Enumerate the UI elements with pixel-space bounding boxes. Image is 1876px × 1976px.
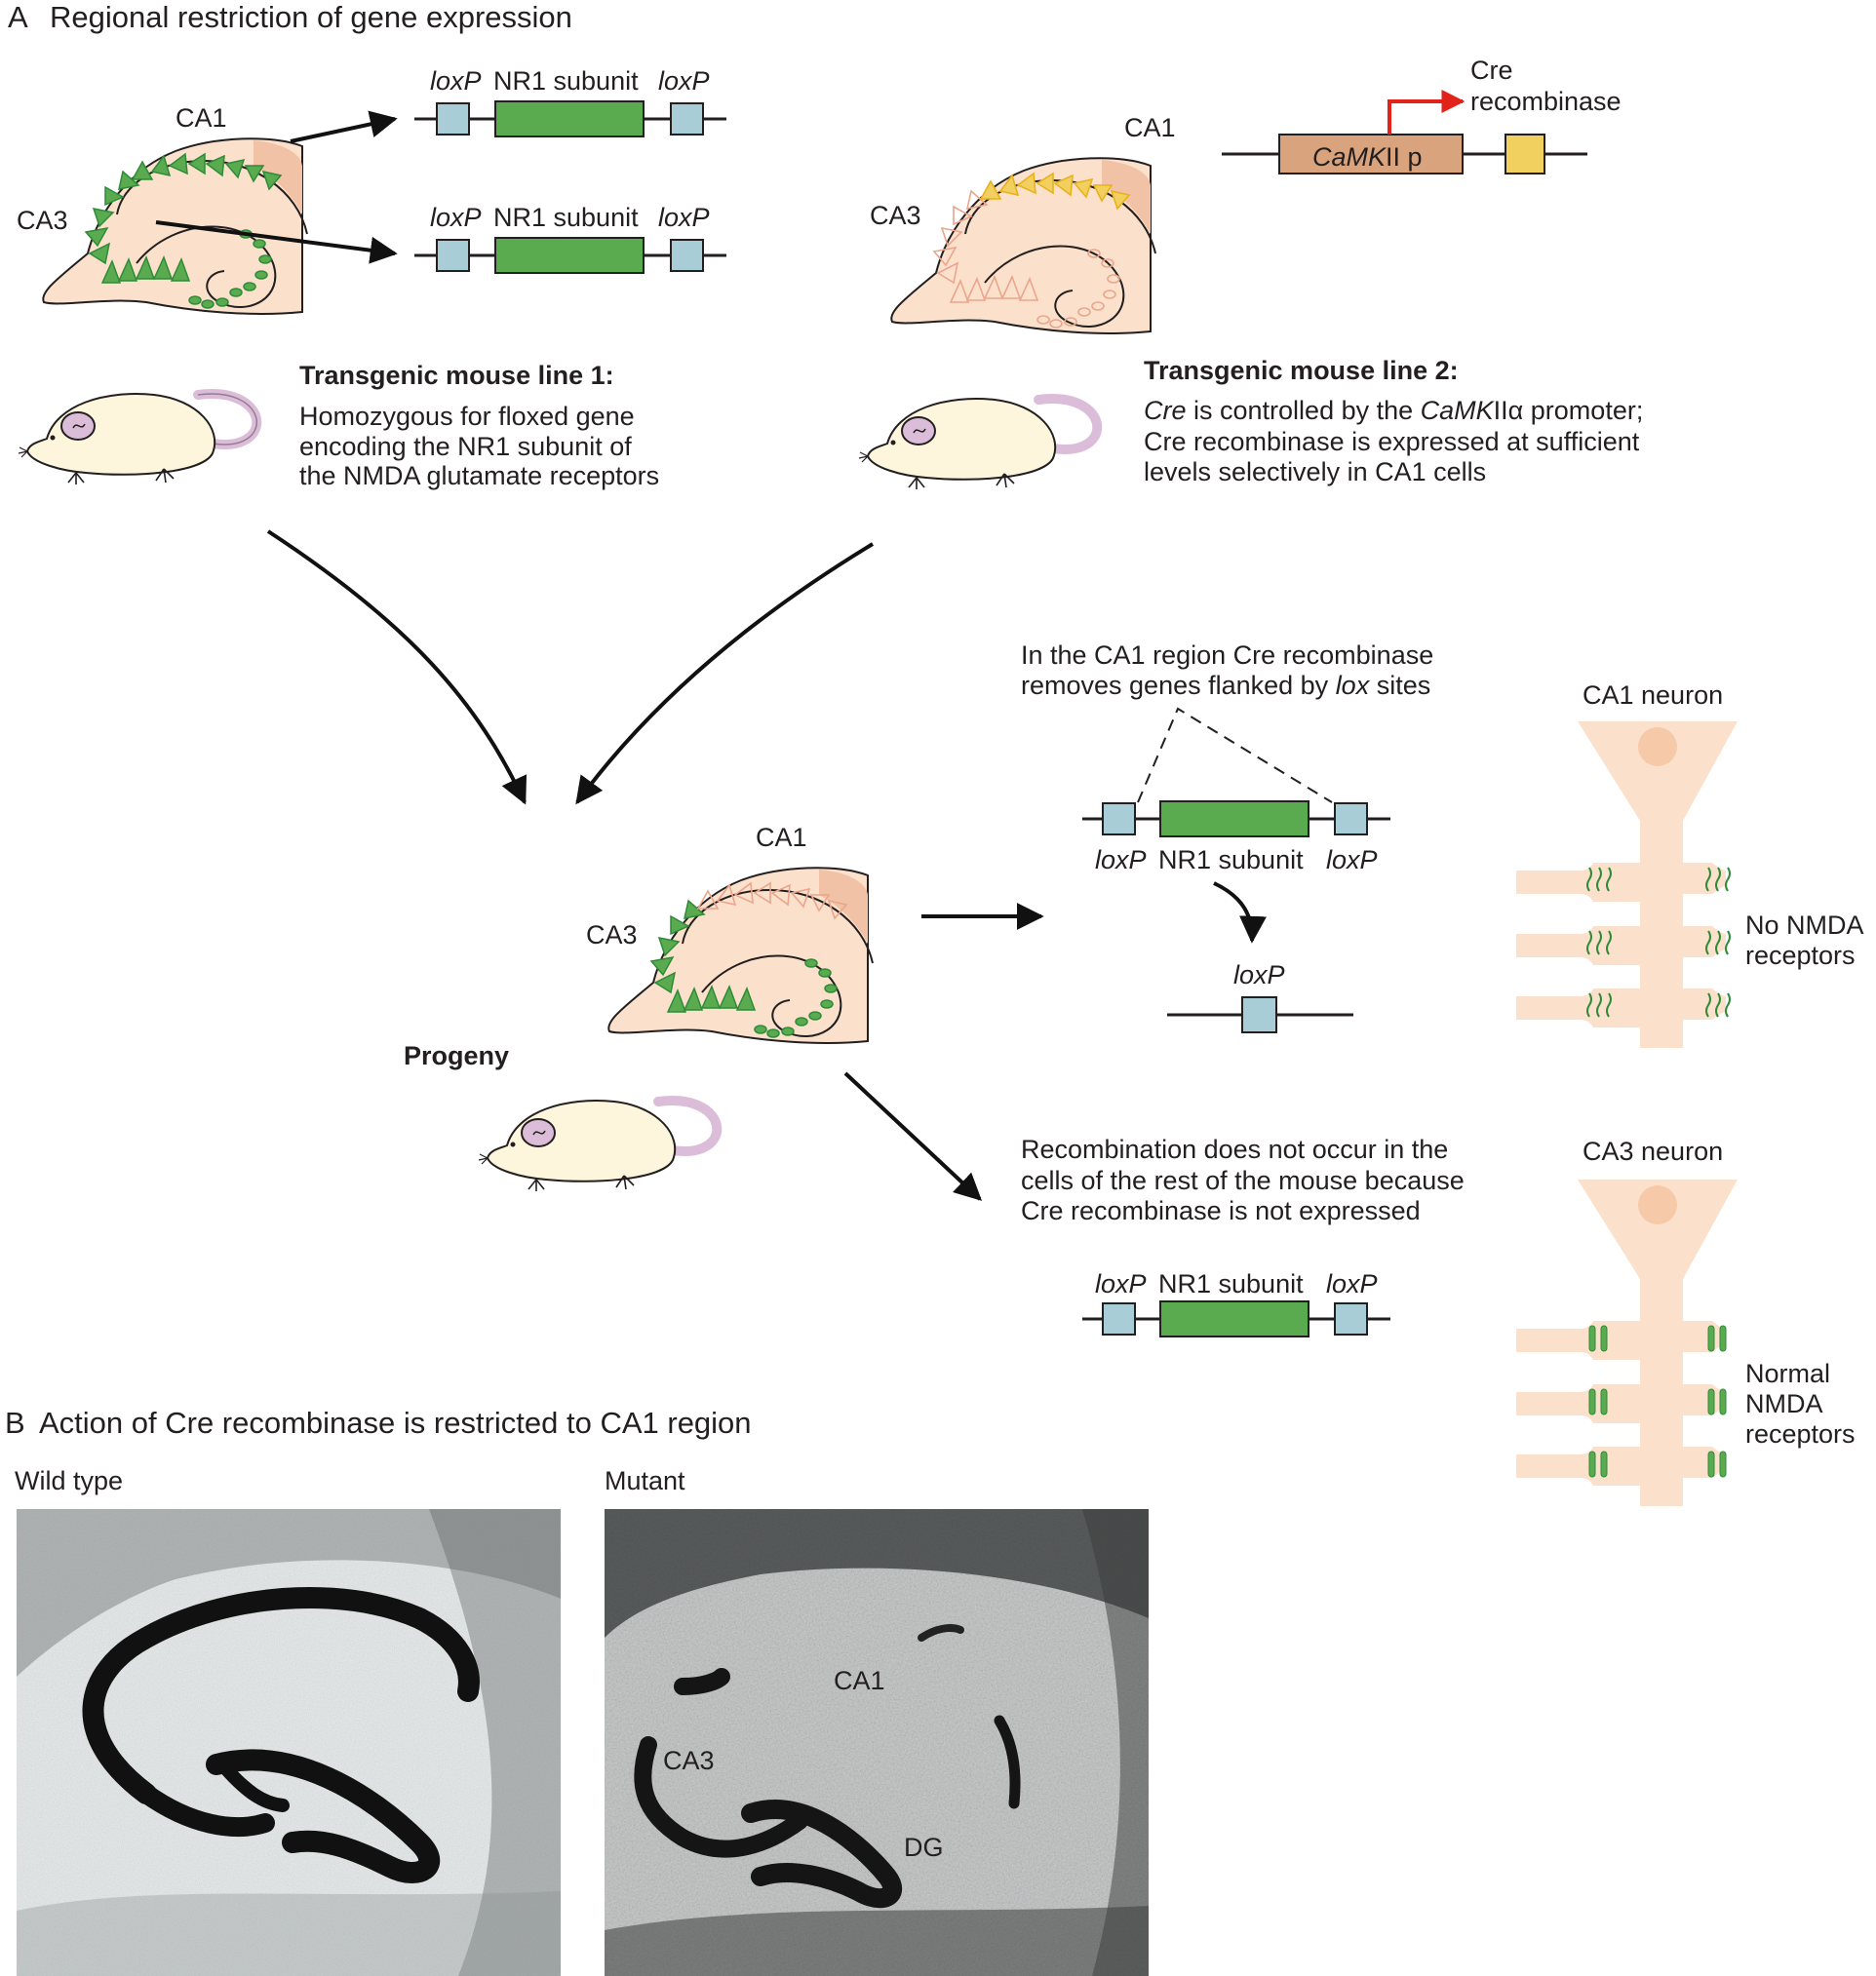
dashed-excision-lines: [1137, 707, 1333, 803]
pyramidal-cells-pink: [696, 881, 848, 920]
floxed-gene-construct-bottom: [414, 237, 726, 274]
line1-desc-1: Homozygous for floxed gene: [299, 402, 635, 431]
excised-gene-loxp: [1167, 996, 1353, 1033]
progeny-label: Progeny: [404, 1041, 509, 1070]
nr1-label: NR1 subunit: [1158, 845, 1304, 874]
rest-note-3: Cre recombinase is not expressed: [1021, 1196, 1421, 1225]
recombinase-label: recombinase: [1470, 87, 1622, 116]
floxed-gene-ca1: [1082, 800, 1390, 837]
arrow-ca1-to-gene: [290, 110, 398, 143]
loxp-label: loxP: [1326, 845, 1378, 874]
panel-b-title: Action of Cre recombinase is restricted …: [39, 1406, 752, 1440]
line2-desc-3: levels selectively in CA1 cells: [1144, 457, 1486, 486]
ca1-note-1: In the CA1 region Cre recombinase: [1021, 640, 1433, 670]
brain1-ca1-label: CA1: [176, 103, 227, 133]
no-nmda-line1: No NMDA: [1745, 911, 1864, 940]
nr1-label: NR1 subunit: [493, 203, 639, 232]
ca1-neuron: [1516, 721, 1738, 1048]
mutant-label: Mutant: [605, 1466, 685, 1495]
loxp-label: loxP: [430, 66, 482, 96]
curved-recombination-arrow: [1213, 881, 1267, 944]
brain2-ca1-label: CA1: [1124, 113, 1176, 142]
loxp-label: loxP: [1326, 1269, 1378, 1298]
brain1-ca3-label: CA3: [17, 206, 68, 235]
loxp-label: loxP: [658, 66, 710, 96]
dendritic-spines: [1516, 1321, 1726, 1486]
cre-label: Cre: [1470, 56, 1513, 85]
pyramidal-cells-yellow: [979, 172, 1131, 211]
line2-desc-2: Cre recombinase is expressed at sufficie…: [1144, 427, 1640, 456]
line1-title: Transgenic mouse line 1:: [299, 361, 614, 390]
normal-nmda-line1: Normal: [1745, 1359, 1830, 1388]
nmda-receptors: [1588, 1325, 1727, 1478]
mutant-ca1-label: CA1: [834, 1666, 885, 1695]
panel-b-letter: B: [5, 1406, 25, 1440]
camkii-promoter-construct: [1222, 90, 1587, 174]
normal-nmda-line3: receptors: [1745, 1419, 1856, 1449]
arrow-ca3-to-gene: [155, 220, 398, 264]
rest-note-2: cells of the rest of the mouse because: [1021, 1166, 1465, 1195]
wild-type-label: Wild type: [15, 1466, 123, 1495]
panel-a-title: Regional restriction of gene expression: [50, 0, 572, 34]
nr1-label: NR1 subunit: [1158, 1269, 1304, 1298]
mutant-ca3-label: CA3: [663, 1746, 715, 1775]
line1-desc-2: encoding the NR1 subunit of: [299, 432, 632, 461]
loxp-label: loxP: [658, 203, 710, 232]
dendritic-spines: [1516, 863, 1726, 1027]
mouse-line-2: [858, 394, 1103, 489]
absent-receptor-outlines: [1586, 867, 1731, 1018]
cross-arrow-right: [575, 542, 875, 805]
mouse-progeny: [478, 1096, 723, 1191]
floxed-gene-rest: [1082, 1300, 1390, 1337]
ca3-neuron: [1516, 1180, 1738, 1506]
loxp-label: loxP: [430, 203, 482, 232]
floxed-gene-construct-top: [414, 100, 726, 137]
loxp-label: loxP: [1233, 960, 1285, 989]
nr1-label: NR1 subunit: [493, 66, 639, 96]
rest-note-1: Recombination does not occur in the: [1021, 1135, 1448, 1164]
ca1-neuron-label: CA1 neuron: [1583, 680, 1723, 710]
mutant-micrograph: [605, 1509, 1149, 1976]
ca1-note-2: removes genes flanked by lox sites: [1021, 671, 1430, 700]
arrow-to-rest-of-mouse: [843, 1071, 983, 1201]
loxp-label: loxP: [1095, 1269, 1147, 1298]
mouse-line-1: [18, 389, 262, 484]
progeny-ca1-label: CA1: [756, 823, 807, 852]
line2-desc-1: Cre is controlled by the CaMKIIα promote…: [1144, 396, 1643, 425]
loxp-label: loxP: [1095, 845, 1147, 874]
ca3-neuron-label: CA3 neuron: [1583, 1137, 1723, 1166]
wild-type-micrograph: [17, 1509, 561, 1976]
hippocampus-yellow: [890, 157, 1156, 334]
promoter-label: CaMKII p: [1312, 142, 1423, 172]
pyramidal-cells-green: [649, 899, 838, 1038]
pyramidal-cells-pink: [932, 189, 1120, 329]
line2-title: Transgenic mouse line 2:: [1144, 356, 1459, 385]
line1-desc-3: the NMDA glutamate receptors: [299, 461, 659, 490]
hippocampus-progeny: [607, 867, 874, 1044]
pyramidal-cells-green: [84, 152, 283, 309]
cross-arrow-left: [266, 529, 528, 805]
no-nmda-line2: receptors: [1745, 941, 1856, 970]
mutant-dg-label: DG: [904, 1833, 944, 1862]
normal-nmda-line2: NMDA: [1745, 1389, 1823, 1418]
progeny-ca3-label: CA3: [586, 920, 638, 949]
brain2-ca3-label: CA3: [870, 201, 921, 230]
panel-a-letter: A: [8, 0, 28, 34]
